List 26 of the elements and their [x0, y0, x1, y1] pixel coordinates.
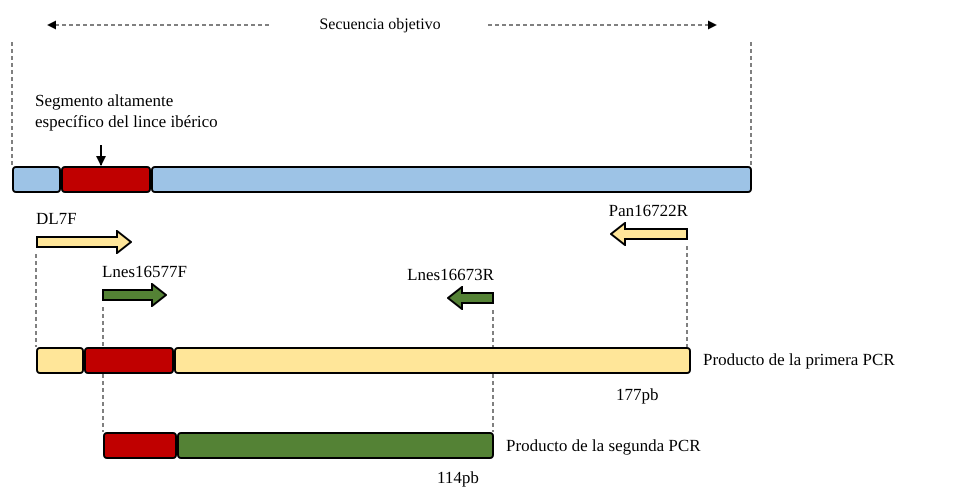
size-label: 114pb — [437, 469, 479, 487]
dashed-line — [686, 246, 688, 348]
primer — [405, 266, 494, 310]
primer-label: Lnes16673R — [406, 266, 494, 284]
dimension-label: Secuencia objetivo — [318, 16, 442, 34]
sequence-segment — [174, 347, 691, 374]
sequence-segment — [151, 166, 752, 193]
dashed-line — [102, 306, 104, 348]
annotation-text: Segmento altamente específico del lince ibérico — [35, 90, 219, 132]
size-label: 177pb — [616, 386, 658, 404]
primer-label: DL7F — [36, 210, 78, 228]
sequence-segment — [61, 166, 151, 193]
sequence-segment — [103, 432, 177, 459]
primer-label: Pan16722R — [608, 202, 688, 220]
primer-label: Lnes16577F — [102, 263, 188, 281]
dashed-line — [492, 310, 494, 348]
sequence-segment — [84, 347, 174, 374]
dashed-line — [492, 374, 494, 432]
sequence-segment — [12, 166, 61, 193]
dashed-line — [102, 374, 104, 432]
primer — [36, 210, 132, 254]
product-label: Producto de la segunda PCR — [506, 437, 701, 455]
product-label: Producto de la primera PCR — [703, 351, 895, 369]
arrow — [96, 145, 106, 166]
sequence-segment — [177, 432, 494, 459]
sequence-segment — [36, 347, 84, 374]
